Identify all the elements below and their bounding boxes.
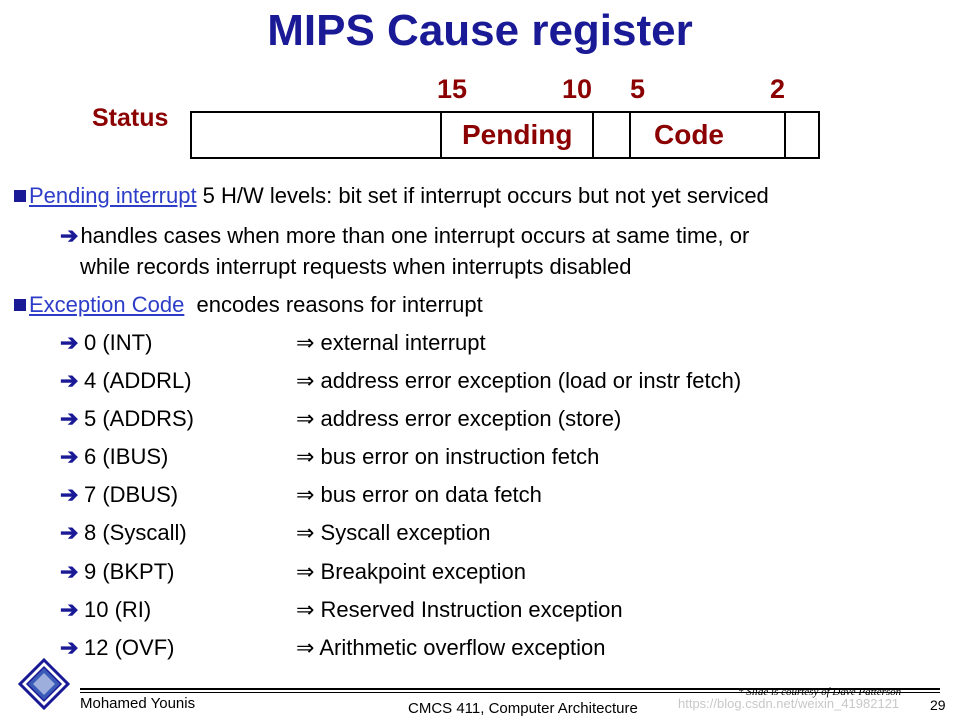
code-value: 0 (INT) bbox=[84, 330, 153, 355]
code-value: 8 (Syscall) bbox=[84, 520, 187, 545]
code-value: 4 (ADDRL) bbox=[84, 368, 192, 393]
sub-bullet: ➔handles cases when more than one interr… bbox=[60, 221, 749, 251]
code-description: ⇒ external interrupt bbox=[296, 330, 486, 355]
slide-title: MIPS Cause register bbox=[267, 6, 693, 55]
arrow-icon: ➔ bbox=[60, 368, 79, 393]
code-description: ⇒ address error exception (load or instr… bbox=[296, 368, 742, 393]
cause-register-diagram: Pending Code bbox=[190, 111, 820, 159]
status-label: Status bbox=[92, 104, 169, 132]
bit-label-15: 15 bbox=[437, 74, 468, 104]
sub-bullet-continuation: while records interrupt requests when in… bbox=[80, 254, 632, 279]
code-description: ⇒ address error exception (store) bbox=[296, 406, 622, 431]
code-description: ⇒ Breakpoint exception bbox=[296, 559, 527, 584]
code-description: ⇒ Arithmetic overflow exception bbox=[296, 635, 606, 660]
bullet-square-icon bbox=[14, 299, 26, 311]
code-row: ➔ 12 (OVF) ⇒ Arithmetic overflow excepti… bbox=[60, 633, 920, 663]
code-value: 7 (DBUS) bbox=[84, 482, 179, 507]
arrow-icon: ➔ bbox=[60, 597, 79, 622]
sub-bullet-text: handles cases when more than one interru… bbox=[80, 223, 750, 248]
pending-field: Pending bbox=[462, 119, 573, 150]
footer-divider bbox=[80, 692, 940, 693]
code-value: 5 (ADDRS) bbox=[84, 406, 195, 431]
bit-label-2: 2 bbox=[770, 74, 786, 104]
bullet-square-icon bbox=[14, 190, 26, 202]
bullet-exception-code: Exception Code encodes reasons for inter… bbox=[14, 290, 483, 320]
arrow-icon: ➔ bbox=[60, 330, 79, 355]
code-row: ➔ 0 (INT) ⇒ external interrupt bbox=[60, 328, 920, 358]
code-row: ➔ 4 (ADDRL) ⇒ address error exception (l… bbox=[60, 366, 920, 396]
register-divider bbox=[629, 113, 631, 157]
exception-code-link[interactable]: Exception Code bbox=[29, 292, 185, 317]
page-number: 29 bbox=[930, 697, 946, 713]
courtesy-note: * Slide is courtesy of Dave Patterson bbox=[738, 686, 902, 698]
arrow-icon: ➔ bbox=[60, 482, 79, 507]
bullet-pending: Pending interrupt 5 H/W levels: bit set … bbox=[14, 181, 769, 211]
code-value: 9 (BKPT) bbox=[84, 559, 175, 584]
code-value: 6 (IBUS) bbox=[84, 444, 169, 469]
arrow-icon: ➔ bbox=[60, 223, 79, 248]
arrow-icon: ➔ bbox=[60, 406, 79, 431]
arrow-icon: ➔ bbox=[60, 559, 79, 584]
code-field: Code bbox=[654, 119, 724, 150]
register-divider bbox=[440, 113, 442, 157]
bit-label-10: 10 bbox=[562, 74, 593, 104]
bullet-text: encodes reasons for interrupt bbox=[184, 292, 483, 317]
register-divider bbox=[784, 113, 786, 157]
code-row: ➔ 6 (IBUS) ⇒ bus error on instruction fe… bbox=[60, 442, 920, 472]
code-description: ⇒ bus error on data fetch bbox=[296, 482, 542, 507]
register-divider bbox=[592, 113, 594, 157]
code-row: ➔ 5 (ADDRS) ⇒ address error exception (s… bbox=[60, 404, 920, 434]
university-logo-icon bbox=[18, 658, 70, 710]
code-value: 12 (OVF) bbox=[84, 635, 175, 660]
bullet-text: 5 H/W levels: bit set if interrupt occur… bbox=[196, 183, 769, 208]
code-row: ➔ 10 (RI) ⇒ Reserved Instruction excepti… bbox=[60, 595, 920, 625]
code-description: ⇒ Reserved Instruction exception bbox=[296, 597, 623, 622]
author-name: Mohamed Younis bbox=[80, 695, 196, 712]
arrow-icon: ➔ bbox=[60, 635, 79, 660]
code-row: ➔ 9 (BKPT) ⇒ Breakpoint exception bbox=[60, 557, 920, 587]
bit-label-5: 5 bbox=[630, 74, 646, 104]
arrow-icon: ➔ bbox=[60, 444, 79, 469]
pending-interrupt-link[interactable]: Pending interrupt bbox=[29, 183, 197, 208]
code-description: ⇒ Syscall exception bbox=[296, 520, 491, 545]
code-description: ⇒ bus error on instruction fetch bbox=[296, 444, 600, 469]
code-row: ➔ 8 (Syscall) ⇒ Syscall exception bbox=[60, 518, 920, 548]
footer-divider bbox=[80, 688, 940, 690]
code-value: 10 (RI) bbox=[84, 597, 152, 622]
code-row: ➔ 7 (DBUS) ⇒ bus error on data fetch bbox=[60, 480, 920, 510]
watermark: https://blog.csdn.net/weixin_41982121 bbox=[678, 696, 900, 711]
arrow-icon: ➔ bbox=[60, 520, 79, 545]
course-name: CMCS 411, Computer Architecture bbox=[408, 700, 638, 717]
exception-code-list: ➔ 0 (INT) ⇒ external interrupt ➔ 4 (ADDR… bbox=[60, 328, 920, 668]
